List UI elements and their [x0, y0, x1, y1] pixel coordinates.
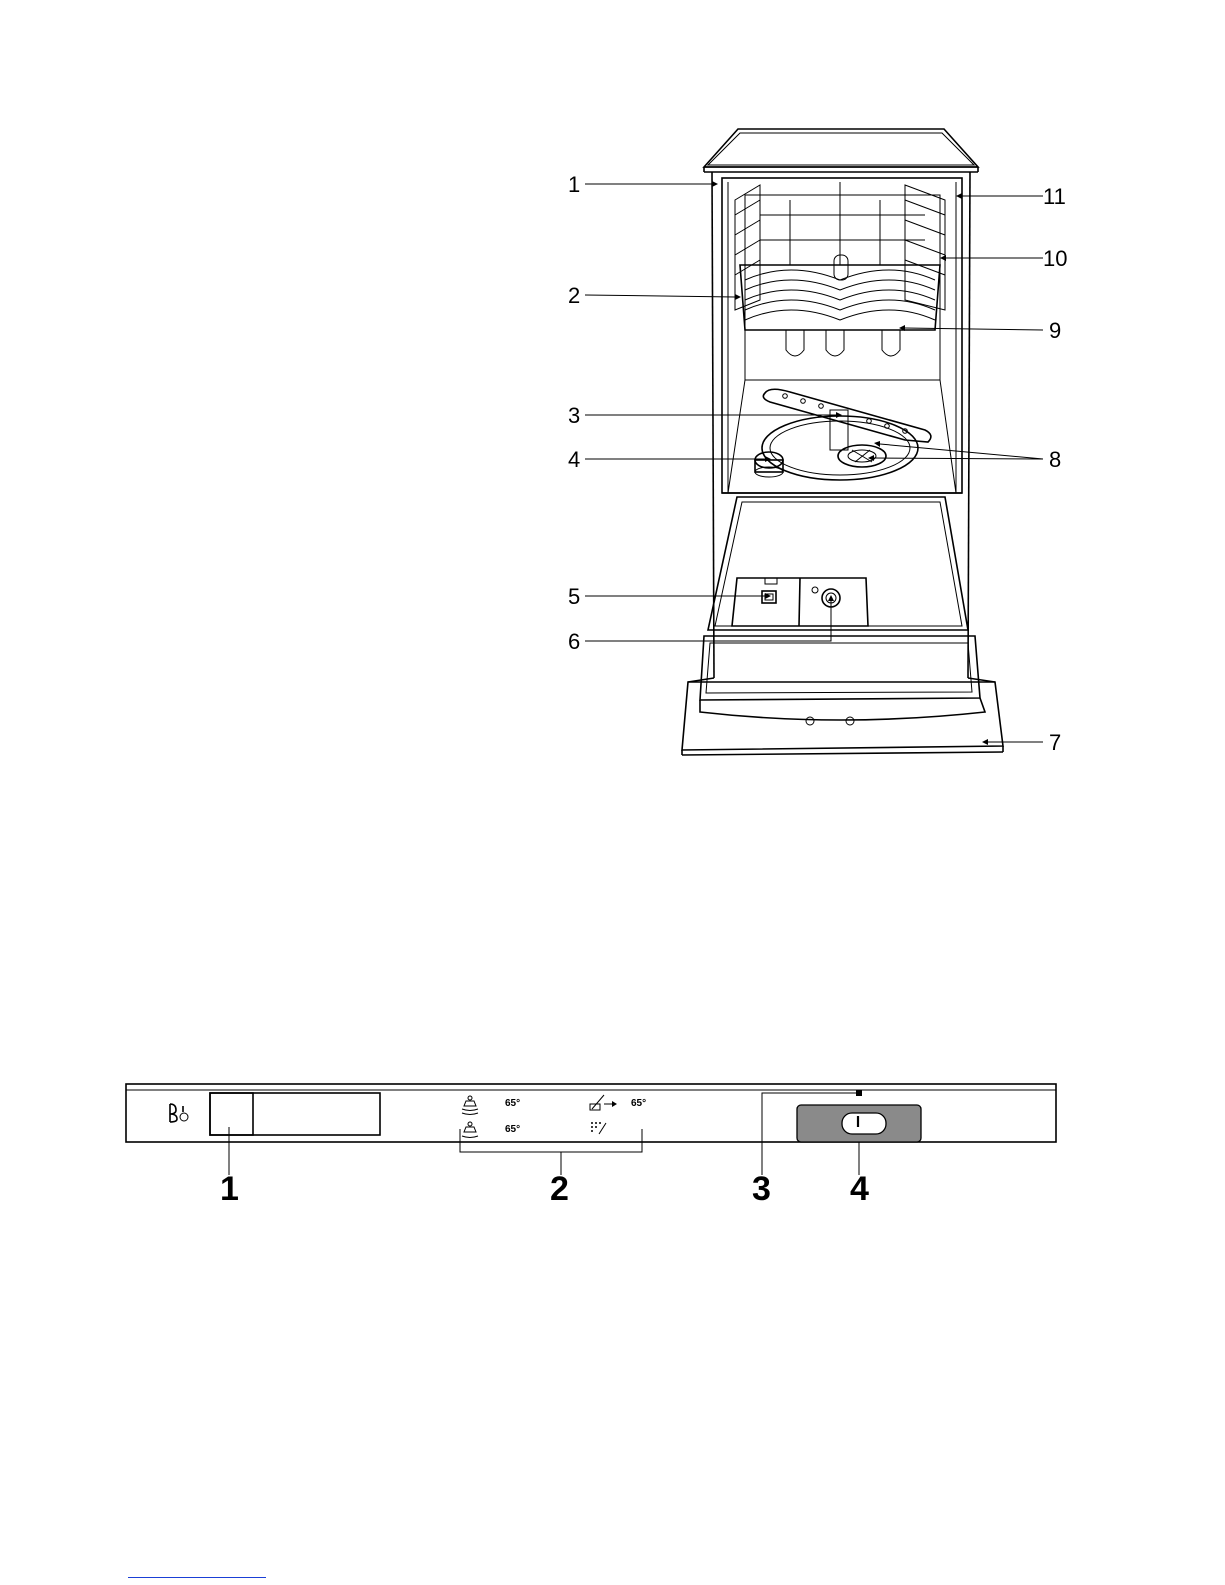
- cabinet-right-side: [968, 172, 970, 678]
- model-logo-icon: [170, 1104, 188, 1122]
- panel-callout-3: 3: [752, 1170, 771, 1208]
- program-temp-2: 65°: [505, 1124, 520, 1135]
- callout-3: 3: [568, 403, 580, 428]
- upper-basket: [735, 182, 945, 356]
- rinse-hold-program-icon: [591, 1122, 606, 1134]
- worktop: [704, 129, 978, 167]
- panel-callout-4: 4: [850, 1170, 869, 1208]
- lower-spray-arm: [763, 389, 931, 450]
- program-selector[interactable]: [210, 1093, 253, 1135]
- dishwasher-illustration: 1 2 3 4 5 6 7 8 9 10 11: [568, 129, 1067, 755]
- salt-container-cap: [755, 452, 783, 477]
- callout-5: 5: [568, 584, 580, 609]
- callout-4: 4: [568, 447, 580, 472]
- callout-6: 6: [568, 629, 580, 654]
- display-window-icon: [210, 1093, 380, 1135]
- callout-2: 2: [568, 283, 580, 308]
- detergent-dispenser: [732, 578, 868, 626]
- callout-10: 10: [1043, 246, 1067, 271]
- on-off-button-icon[interactable]: [842, 1113, 886, 1134]
- intensive-program-icon: [462, 1096, 478, 1115]
- footer-underline[interactable]: [128, 1577, 266, 1578]
- program-temp-1: 65°: [505, 1098, 520, 1109]
- program-temp-3: 65°: [631, 1098, 646, 1109]
- callout-7: 7: [1049, 730, 1061, 755]
- panel-callout-1: 1: [220, 1170, 239, 1208]
- panel-callout-2: 2: [550, 1170, 569, 1208]
- filter-ring: [762, 416, 918, 480]
- indicator-light-icon: [856, 1090, 862, 1096]
- tub-opening: [722, 178, 962, 493]
- callout-9: 9: [1049, 318, 1061, 343]
- control-panel: 65° 65° 65°: [126, 1084, 1056, 1208]
- callout-11: 11: [1043, 184, 1066, 209]
- callout-8: 8: [1049, 447, 1061, 472]
- callout-1: 1: [568, 172, 580, 197]
- normal-program-icon: [462, 1122, 478, 1138]
- quick-program-icon: [590, 1095, 617, 1110]
